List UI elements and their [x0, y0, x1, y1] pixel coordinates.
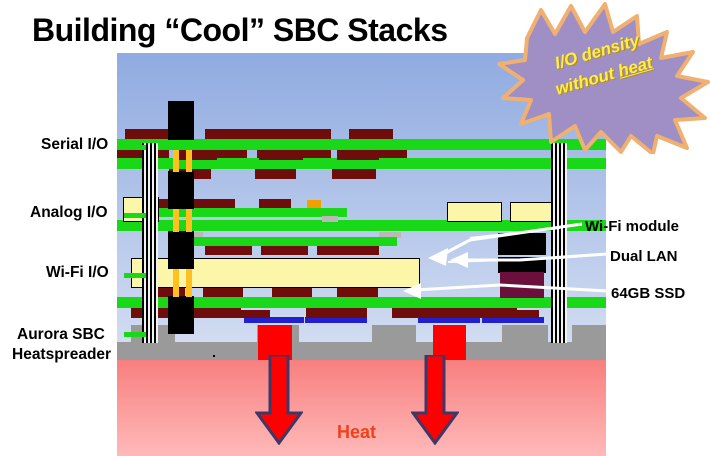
- serial-component-top: [125, 129, 185, 139]
- sbc-component: [272, 288, 312, 297]
- analog-component-bottom: [255, 169, 296, 179]
- wifi-daughter-card: [177, 237, 397, 246]
- heatspreader-bar: [117, 342, 606, 360]
- interconnect-wire: [173, 150, 179, 172]
- left-cable-bundle: [142, 143, 158, 343]
- interconnect-wire: [186, 269, 192, 297]
- standoff-post: [372, 325, 416, 343]
- stack-connector: [168, 231, 194, 269]
- right-cable-bundle: [551, 143, 567, 343]
- daughter-component: [261, 246, 308, 255]
- stack-connector: [168, 101, 194, 140]
- badge-starburst: [497, 2, 710, 154]
- card-shadow: [379, 232, 401, 238]
- page-title: Building “Cool” SBC Stacks: [32, 12, 448, 48]
- ssd-connector: [498, 257, 546, 273]
- sbc-component: [337, 288, 378, 297]
- interconnect-wire: [173, 269, 179, 297]
- label-analog-io: Analog I/O: [30, 204, 108, 221]
- wifi-card-component: [259, 199, 291, 208]
- ssd-module: [500, 272, 544, 298]
- label-64gb-ssd: 64GB SSD: [611, 285, 686, 302]
- stack-connector: [168, 171, 194, 209]
- sbc-component-bottom: [392, 308, 517, 318]
- wifi-chip: [307, 200, 321, 208]
- ssd-connector: [498, 233, 546, 255]
- wifi-card-component: [155, 199, 235, 208]
- heat-arrow-right: [411, 355, 459, 445]
- sbc-component: [203, 288, 243, 297]
- dual-lan-jack: [447, 202, 502, 222]
- label-wifi-module: Wi-Fi module: [585, 218, 680, 235]
- leader-serial-io: [124, 145, 146, 150]
- thermal-pad: [244, 317, 304, 323]
- serial-component-bottom: [175, 150, 217, 160]
- serial-component-top: [349, 129, 393, 139]
- sbc-component-bottom: [477, 310, 539, 318]
- analog-component-bottom: [332, 169, 376, 179]
- label-dual-lan: Dual LAN: [610, 248, 678, 265]
- standoff-post: [572, 325, 606, 343]
- analog-component-top: [295, 148, 331, 158]
- aurora-sbc-pcb: [117, 297, 606, 308]
- serial-component-bottom: [259, 150, 303, 160]
- label-wifi-io: Wi-Fi I/O: [46, 264, 109, 281]
- analog-io-pcb: [117, 158, 606, 169]
- label-serial-io: Serial I/O: [41, 136, 109, 153]
- card-shadow: [322, 216, 338, 222]
- label-aurora-sbc: Aurora SBC: [17, 326, 105, 343]
- leader-analog-io: [124, 213, 146, 218]
- serial-component-bottom: [337, 150, 379, 160]
- hot-zone-background: [117, 360, 606, 456]
- serial-io-pcb: [117, 139, 606, 150]
- interconnect-wire: [186, 209, 192, 232]
- label-heatspreader: Heatspreader: [12, 346, 112, 363]
- interconnect-wire: [186, 150, 192, 172]
- serial-component-top: [205, 129, 331, 139]
- badge-line2-underlined: heat: [615, 52, 655, 81]
- standoff-post: [502, 325, 548, 343]
- heat-label: Heat: [337, 422, 377, 442]
- thermal-pad: [418, 317, 480, 323]
- sbc-component-bottom: [306, 308, 367, 318]
- stack-connector: [168, 296, 194, 334]
- wifi-io-pcb: [117, 220, 606, 231]
- sbc-component: [145, 288, 185, 297]
- leader-aurora-sbc: [124, 332, 146, 337]
- leader-wifi-io: [124, 273, 146, 278]
- heat-arrow-left: [255, 355, 303, 445]
- thermal-pad: [482, 317, 544, 323]
- interconnect-wire: [173, 209, 179, 232]
- thermal-pad: [305, 317, 367, 323]
- daughter-component: [317, 246, 379, 255]
- sbc-component-bottom: [213, 310, 270, 318]
- daughter-component: [205, 246, 252, 255]
- aurora-heatplate: [213, 355, 215, 357]
- wifi-module-card: [137, 208, 347, 217]
